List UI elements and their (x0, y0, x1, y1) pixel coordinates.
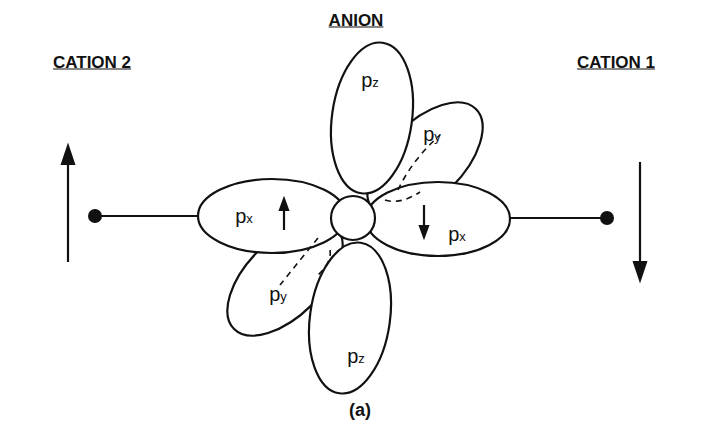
spin-arrow (283, 208, 285, 230)
px-lobe (366, 182, 510, 256)
hidden-outline (280, 238, 318, 285)
orbital-label: pz (361, 70, 379, 90)
anion-core (331, 196, 375, 240)
orbital-label: px (235, 206, 253, 226)
spin-arrow (423, 205, 425, 228)
hidden-outline (385, 192, 420, 201)
arrow-head (420, 226, 428, 237)
arrow-head (634, 262, 646, 280)
hidden-outline (318, 250, 330, 275)
cation-heading: CATION 1 (577, 54, 655, 71)
cation-heading: CATION 2 (53, 54, 131, 71)
px-lobe (198, 179, 346, 253)
cation-dot (88, 209, 102, 223)
anion-heading: ANION (329, 12, 384, 29)
orbital-label: pz (347, 346, 365, 366)
spin-arrow (67, 160, 69, 262)
cation-dot (600, 211, 614, 225)
panel-label: (a) (349, 401, 371, 419)
orbital-label: py (423, 124, 441, 144)
orbital-label: px (448, 224, 466, 244)
bond-line (97, 215, 200, 217)
bond-line (505, 217, 605, 219)
arrow-head (280, 199, 288, 210)
spin-arrow (639, 162, 641, 266)
orbital-label: py (269, 284, 287, 304)
pz-lobe (300, 237, 400, 399)
arrow-head (62, 146, 74, 164)
pz-lobe (322, 37, 422, 199)
